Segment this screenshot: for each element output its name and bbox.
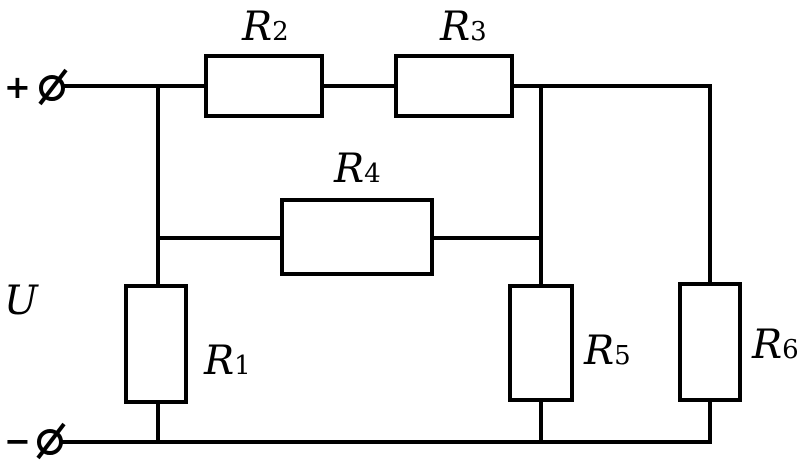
resistors [124,54,742,404]
voltage-label: U [4,278,39,324]
label-r3-letter: R [439,4,470,50]
resistor-r5 [508,284,574,402]
resistor-r2 [204,54,324,118]
label-r4-index: 4 [364,159,381,189]
resistor-r1 [124,284,188,404]
label-r6-index: 6 [782,335,799,365]
minus-sign: − [4,422,31,460]
label-r1-letter: R [203,338,234,384]
label-r6-letter: R [751,322,782,368]
label-r1-index: 1 [234,351,251,381]
terminal-plus-slash [38,68,68,106]
label-r2-letter: R [241,4,272,50]
resistor-r4 [280,198,434,276]
label-r5: R5 [583,328,631,374]
terminal-minus-slash [36,422,66,460]
label-r4: R4 [333,146,381,192]
label-r3: R3 [439,4,487,50]
label-r5-index: 5 [614,341,631,371]
label-r3-index: 3 [470,17,487,47]
label-r6: R6 [751,322,799,368]
label-r2-index: 2 [272,17,289,47]
terminal-plus: + [4,68,68,106]
resistor-r3 [394,54,514,118]
terminal-minus: − [4,422,66,460]
label-r5-letter: R [583,328,614,374]
label-r1: R1 [203,338,251,384]
label-r2: R2 [241,4,289,50]
label-r4-letter: R [333,146,364,192]
plus-sign: + [4,68,31,106]
wires [60,84,712,444]
resistor-r6 [678,282,742,402]
